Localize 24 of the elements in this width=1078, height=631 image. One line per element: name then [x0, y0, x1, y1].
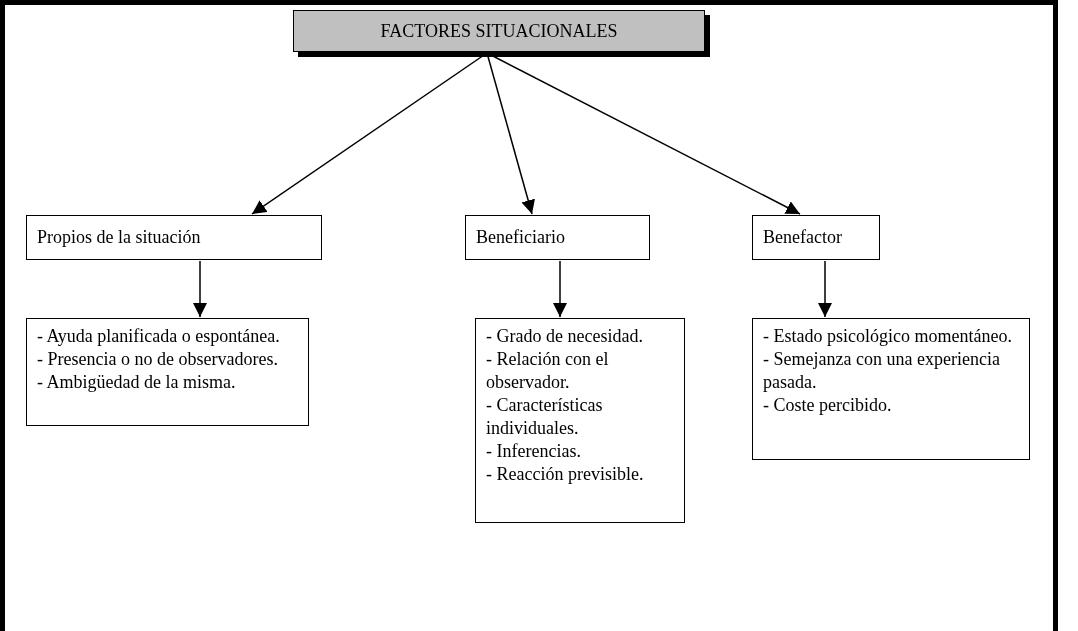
category-box	[465, 215, 650, 260]
list-item: - Características individuales.	[486, 394, 604, 440]
category-box	[26, 215, 322, 260]
list-item: - Coste percibido.	[763, 394, 893, 417]
list-item: - Inferencias.	[486, 440, 582, 463]
factor-list-box	[26, 318, 309, 426]
title-text: FACTORES SITUACIONALES	[380, 19, 618, 43]
category-label: Benefactor	[763, 226, 842, 249]
arrow	[553, 260, 567, 318]
list-item: - Ayuda planificada o espontánea.	[37, 325, 281, 348]
category-label: Beneficiario	[476, 226, 565, 249]
category-box	[752, 215, 880, 260]
factor-list-box	[752, 318, 1030, 460]
arrow	[193, 260, 207, 318]
list-item: - Presencia o no de observadores.	[37, 348, 279, 371]
list-item: - Relación con el observador.	[486, 348, 610, 394]
list-item: - Semejanza con una experiencia pasada.	[763, 348, 1001, 394]
category-label: Propios de la situación	[37, 226, 201, 249]
factor-list-box	[475, 318, 685, 523]
arrow	[818, 260, 832, 318]
list-item: - Estado psicológico momentáneo.	[763, 325, 1013, 348]
list-item: - Grado de necesidad.	[486, 325, 644, 348]
list-item: - Ambigüedad de la misma.	[37, 371, 237, 394]
list-item: - Reacción previsible.	[486, 463, 645, 486]
